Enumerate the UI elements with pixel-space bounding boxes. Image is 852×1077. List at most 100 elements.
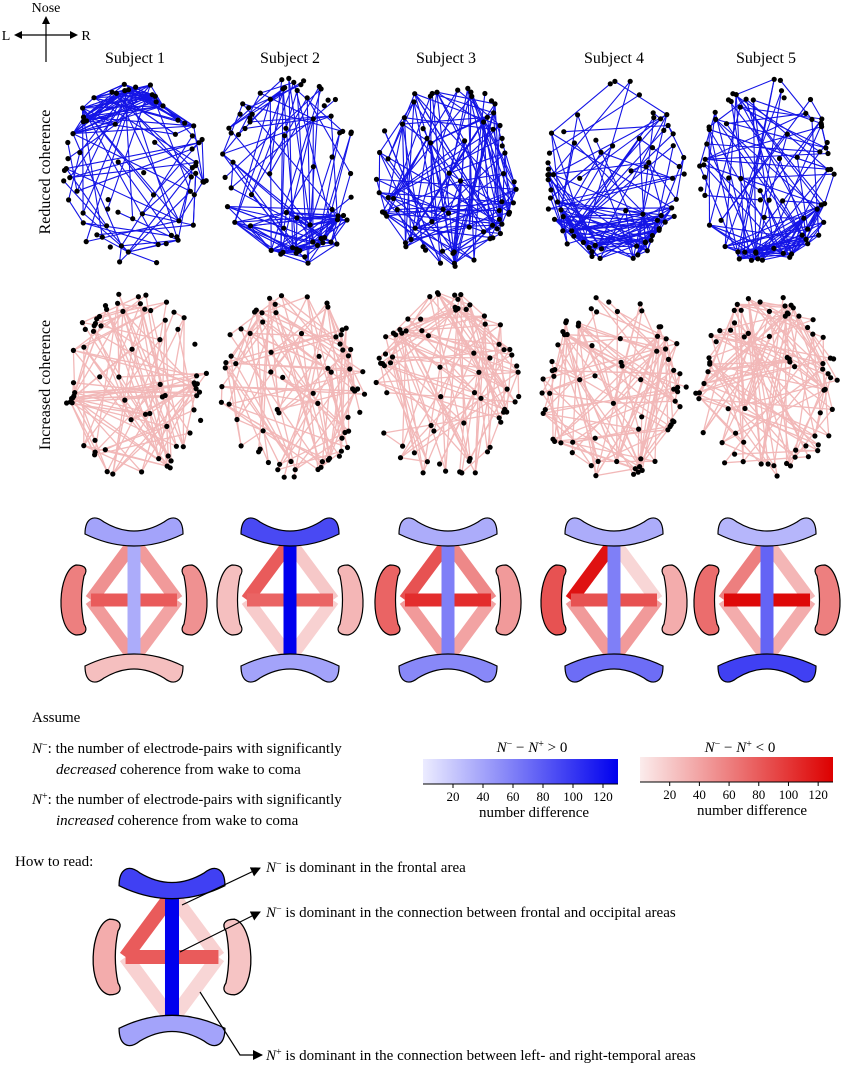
electrode-node xyxy=(222,365,228,371)
electrode-node xyxy=(265,459,271,466)
legend-blue-tick-label: 120 xyxy=(593,789,613,804)
electrode-node xyxy=(790,305,796,311)
electrode-node xyxy=(834,377,840,383)
network-edge xyxy=(709,224,784,254)
electrode-node xyxy=(439,248,446,254)
network-edge xyxy=(82,107,180,222)
network-edge xyxy=(577,325,678,393)
electrode-node xyxy=(248,192,255,198)
electrode-node xyxy=(784,460,790,467)
electrode-node xyxy=(171,309,177,315)
network-edge xyxy=(438,293,486,325)
network-edge xyxy=(740,310,792,467)
electrode-node xyxy=(545,206,552,212)
region-occipital xyxy=(564,653,664,683)
electrode-node xyxy=(174,234,180,240)
electrode-node xyxy=(482,90,488,97)
electrode-node xyxy=(298,330,305,337)
network-edge xyxy=(796,118,823,158)
network-edge xyxy=(764,216,804,219)
electrode-node xyxy=(288,458,294,465)
electrode-node xyxy=(281,474,287,480)
network-edge xyxy=(553,174,666,223)
network-edge xyxy=(93,83,125,99)
network-edge xyxy=(571,125,669,232)
network-edge xyxy=(128,251,157,264)
electrode-node xyxy=(478,395,484,401)
network-edge xyxy=(760,307,794,465)
network-edge xyxy=(256,309,277,314)
electrode-node xyxy=(335,213,341,219)
electrode-node xyxy=(499,135,505,141)
electrode-node xyxy=(348,346,354,353)
electrode-node xyxy=(343,325,349,331)
electrode-node xyxy=(147,82,153,88)
electrode-node xyxy=(496,216,502,222)
network-edge xyxy=(589,246,638,256)
schematic-subject-3 xyxy=(374,517,522,683)
electrode-node xyxy=(665,356,672,362)
electrode-node xyxy=(702,156,708,162)
electrode-node xyxy=(589,343,595,349)
network-edge xyxy=(271,247,293,251)
region-left xyxy=(540,564,567,636)
network-edge xyxy=(395,334,508,413)
electrode-node xyxy=(283,125,289,131)
network-edge xyxy=(517,372,520,397)
electrode-node xyxy=(484,449,491,455)
electrode-node xyxy=(476,369,482,375)
network-edge xyxy=(702,311,770,433)
network-edge xyxy=(667,125,685,158)
network-edge xyxy=(552,438,656,463)
network-edge xyxy=(123,83,179,121)
network-edge xyxy=(705,158,831,170)
network-edge xyxy=(480,371,519,399)
network-edge xyxy=(177,167,193,241)
network-edge xyxy=(553,311,598,377)
electrode-node xyxy=(226,401,232,407)
network-edge xyxy=(591,345,615,404)
electrode-node xyxy=(115,159,121,165)
network-edge xyxy=(294,437,343,471)
network-edge xyxy=(72,133,191,192)
network-edge xyxy=(703,382,796,458)
network-edge xyxy=(720,99,811,221)
network-edge xyxy=(807,221,825,245)
electrode-node xyxy=(656,227,662,233)
electrode-node xyxy=(819,116,825,122)
electrode-node xyxy=(314,242,320,248)
electrode-node xyxy=(327,455,333,461)
network-edge xyxy=(251,97,308,195)
network-edge xyxy=(721,388,826,444)
increased-network-subject-1 xyxy=(64,291,209,477)
electrode-node xyxy=(113,90,119,96)
howto-annotation-1: N− is dominant in the frontal area xyxy=(265,859,466,877)
electrode-node xyxy=(301,78,307,84)
network-edge xyxy=(142,213,194,226)
electrode-node xyxy=(77,149,83,156)
electrode-node xyxy=(275,467,281,473)
network-edge xyxy=(762,253,792,261)
network-edge xyxy=(177,329,195,411)
electrode-node xyxy=(338,448,344,454)
electrode-node xyxy=(83,239,89,245)
network-edge xyxy=(228,79,283,129)
subject-headers: Subject 1 Subject 2 Subject 3 Subject 4 … xyxy=(105,50,796,67)
network-edge xyxy=(739,106,827,149)
electrode-node xyxy=(788,251,795,257)
network-edge xyxy=(72,397,171,469)
electrode-node xyxy=(168,232,174,238)
network-edge xyxy=(403,117,412,240)
network-edge xyxy=(704,112,807,160)
network-edge xyxy=(225,362,269,463)
electrode-node xyxy=(598,246,605,252)
electrode-node xyxy=(663,336,669,342)
electrode-node xyxy=(233,361,239,367)
electrode-node xyxy=(429,219,435,225)
electrode-node xyxy=(664,112,670,118)
network-edge xyxy=(695,358,790,394)
electrode-node xyxy=(511,179,517,185)
network-edge xyxy=(276,355,320,410)
electrode-node xyxy=(814,206,820,212)
electrode-node xyxy=(722,243,728,250)
